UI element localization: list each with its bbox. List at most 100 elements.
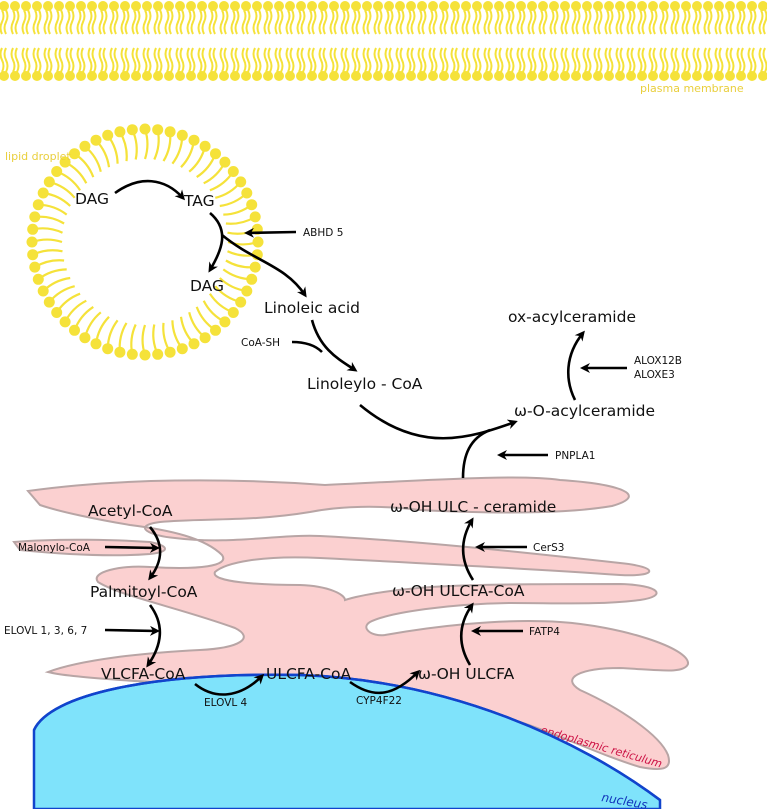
lipid-tail [171, 135, 184, 165]
lipid-tail [164, 9, 170, 35]
enzyme-malonylo-coa: Malonylo-CoA [18, 542, 91, 554]
lipid-tail [604, 47, 610, 73]
lipid-tail [362, 47, 368, 73]
lipid-tail [377, 9, 383, 35]
lipid-tail [373, 9, 379, 35]
lipid-tail [340, 47, 346, 73]
lipid-tail [641, 47, 647, 73]
lipid-tail [25, 9, 31, 35]
lipid-tail [714, 9, 720, 35]
lipid-tail [428, 9, 434, 35]
lipid-tail [130, 324, 137, 355]
lipid-tail [439, 47, 445, 73]
lipid-tail [219, 9, 225, 35]
lipid-tail [417, 47, 423, 73]
lipid-tail [109, 9, 115, 35]
lipid-tail [56, 170, 82, 191]
lipid-tail [32, 227, 63, 234]
lipid-tail [180, 140, 196, 168]
lipid-tail [619, 9, 625, 35]
lipid-tail [432, 9, 438, 35]
lipid-tail [384, 47, 390, 73]
lipid-tail [329, 47, 335, 73]
lipid-tail [322, 47, 328, 73]
arrow-acylceramide-to-ox [566, 330, 585, 401]
lipid-tail [520, 9, 526, 35]
arrow-elovl-1367 [104, 625, 160, 636]
lipid-tail [725, 9, 731, 35]
lipid-tail [219, 47, 225, 73]
lipid-tail [203, 161, 226, 185]
lipid-tail [289, 9, 295, 35]
lipid-tail [663, 47, 669, 73]
lipid-tail [69, 9, 75, 35]
lipid-tail [692, 9, 698, 35]
lipid-tail [366, 47, 372, 73]
lipid-tail [333, 9, 339, 35]
lipid-tail [355, 9, 361, 35]
lipid-tail [0, 47, 5, 73]
lipid-tail [102, 47, 108, 73]
lipid-tail [289, 47, 295, 73]
arrow-vlcfa-to-ulcfa [194, 673, 265, 696]
lipid-tail [263, 47, 269, 73]
lipid-tail [223, 203, 253, 216]
lipid-tail [227, 228, 258, 235]
lipid-tail [263, 9, 269, 35]
lipid-tail [399, 47, 405, 73]
lipid-tail [212, 9, 218, 35]
lipid-tail [663, 9, 669, 35]
lipid-tail [87, 9, 93, 35]
lipid-tail [131, 9, 137, 35]
lipid-tail [751, 47, 757, 73]
lipid-tail [195, 306, 217, 332]
lipid-tail [406, 9, 412, 35]
lipid-tail [692, 47, 698, 73]
lipid-tail [461, 47, 467, 73]
lipid-tail [32, 249, 63, 256]
lipid-tail [300, 47, 306, 73]
lipid-tail [465, 47, 471, 73]
lipid-tail [252, 9, 258, 35]
lipid-tail [670, 9, 676, 35]
lipid-tail [230, 9, 236, 35]
lipid-tail [21, 47, 27, 73]
plasma-membrane-label: plasma membrane [640, 82, 744, 95]
lipid-tail [202, 300, 226, 323]
enzyme-coa-sh: CoA-SH [241, 337, 280, 349]
lipid-tail [267, 47, 273, 73]
lipid-tail [476, 47, 482, 73]
lipid-tail [608, 9, 614, 35]
lipid-tail [648, 47, 654, 73]
molecule-omega-oh-ulcfa: ω-OH ULCFA [418, 665, 515, 683]
lipid-tail [186, 47, 192, 73]
endoplasmic-reticulum-cisterna [12, 538, 166, 557]
lipid-tail [355, 47, 361, 73]
lipid-tail [707, 9, 713, 35]
enzyme-aloxe3: ALOXE3 [634, 369, 675, 381]
lipid-tail [626, 47, 632, 73]
lipid-tail [520, 47, 526, 73]
lipid-tail [274, 47, 280, 73]
lipid-tail [32, 47, 38, 73]
lipid-tail [274, 9, 280, 35]
lipid-tail [703, 47, 709, 73]
lipid-tail [245, 47, 251, 73]
lipid-tail [124, 47, 130, 73]
lipid-tail [498, 47, 504, 73]
lipid-tail [54, 9, 60, 35]
lipid-tail [34, 259, 65, 269]
lipid-tail [417, 9, 423, 35]
lipid-tail [58, 47, 64, 73]
lipid-tail [188, 146, 207, 173]
lipid-tail [76, 9, 82, 35]
lipid-tail [197, 9, 203, 35]
lipid-tail [626, 9, 632, 35]
lipid-tail [351, 9, 357, 35]
lipid-tail [42, 276, 71, 292]
molecule-ulcfa-coa: ULCFA-CoA [266, 665, 351, 683]
lipid-tail [14, 47, 20, 73]
molecule-linoleic-acid: Linoleic acid [264, 299, 360, 317]
lipid-tail [215, 181, 242, 199]
lipid-tail [153, 9, 159, 35]
